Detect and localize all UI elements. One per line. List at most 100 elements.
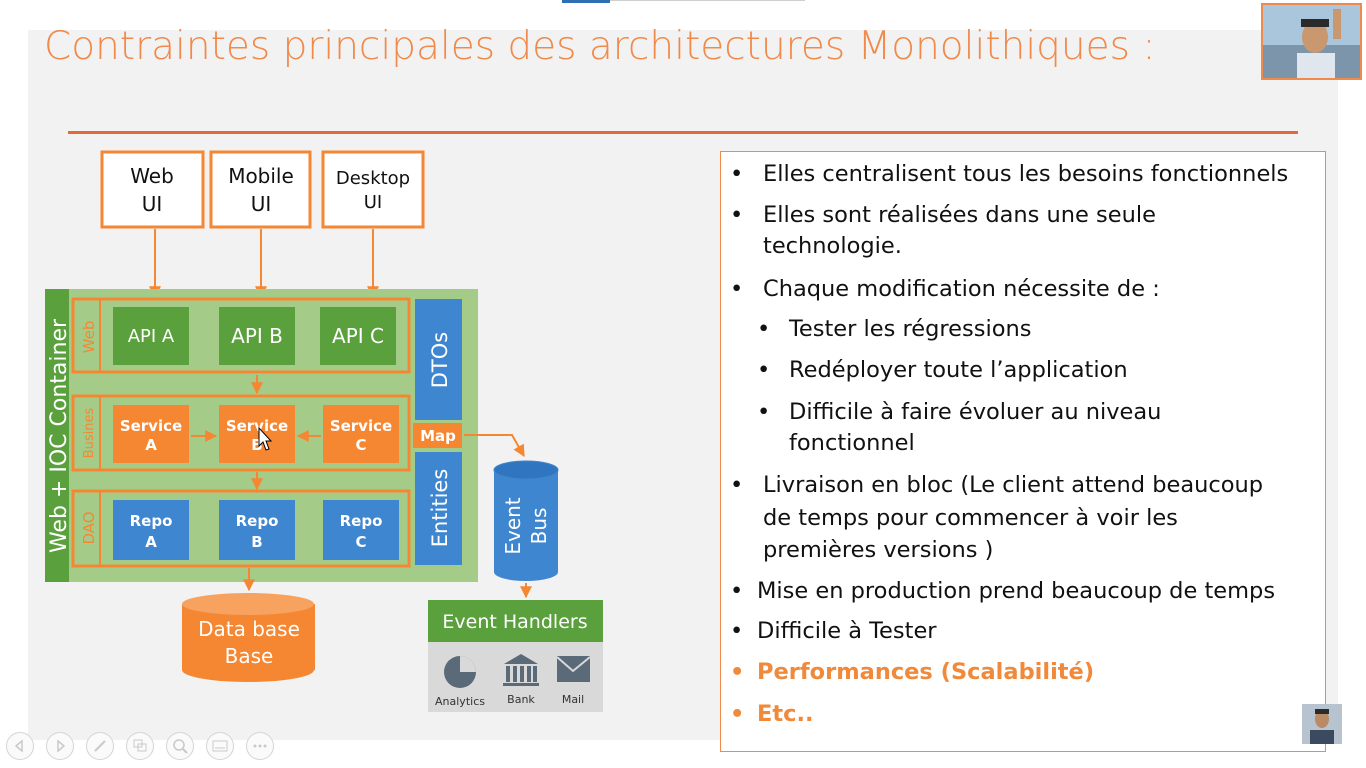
bullet-text: Chaque modification nécessite de : bbox=[763, 276, 1160, 302]
bullet-text: Livraison en bloc (Le client attend beau… bbox=[763, 472, 1264, 498]
client-mobile-ui: Mobile UI bbox=[209, 150, 312, 229]
next-icon[interactable] bbox=[46, 732, 74, 760]
svg-text:B: B bbox=[251, 436, 262, 454]
bullet-text: premières versions ) bbox=[763, 537, 994, 563]
bullet-text: Difficile à Tester bbox=[757, 618, 937, 644]
mail-icon bbox=[556, 656, 591, 682]
svg-text:A: A bbox=[145, 436, 157, 454]
client-desktop-ui: Desktop UI bbox=[321, 150, 425, 229]
svg-text:Repo: Repo bbox=[130, 512, 173, 530]
service-a: Service A bbox=[113, 405, 189, 463]
container-label-bar bbox=[45, 289, 69, 582]
client-web-ui: Web UI bbox=[100, 150, 205, 229]
bullet-text: Etc.. bbox=[757, 701, 814, 727]
svg-text:Event: Event bbox=[501, 497, 525, 554]
client-label: Desktop bbox=[336, 168, 410, 189]
bullet-dot: • bbox=[757, 316, 771, 342]
more-icon[interactable] bbox=[246, 732, 274, 760]
dtos-block bbox=[415, 299, 462, 420]
handler-label: Bank bbox=[507, 693, 535, 706]
handler-label: Analytics bbox=[435, 695, 485, 708]
previous-icon[interactable] bbox=[6, 732, 34, 760]
layer-label: Web bbox=[80, 321, 98, 354]
api-a: API A bbox=[113, 307, 189, 365]
bullet-text: Tester les régressions bbox=[789, 316, 1032, 342]
repo-b: Repo B bbox=[219, 500, 295, 560]
layer-dao bbox=[71, 489, 411, 568]
bullet-text: Redéployer toute l’application bbox=[789, 357, 1128, 383]
slide-title: Contraintes principales des architecture… bbox=[44, 24, 1156, 69]
container-label: Web + IOC Container bbox=[47, 318, 72, 553]
client-label: Mobile bbox=[228, 164, 294, 188]
svg-text:Service: Service bbox=[330, 417, 392, 435]
repo-c: Repo C bbox=[323, 500, 399, 560]
layer-label: Busines bbox=[82, 408, 97, 459]
handler-label: Mail bbox=[562, 693, 584, 706]
svg-text:B: B bbox=[251, 533, 262, 551]
dtos-label: DTOs bbox=[428, 332, 452, 388]
service-c: Service C bbox=[323, 405, 399, 463]
event-handlers: Event Handlers Analytics Bank Mail bbox=[428, 600, 603, 712]
repo-a: Repo A bbox=[113, 500, 189, 560]
bullet-dot: • bbox=[730, 472, 744, 498]
bullet-list-box: • Elles centralisent tous les besoins fon… bbox=[720, 151, 1326, 752]
client-label: Web bbox=[130, 164, 174, 188]
event-bus: Event Bus bbox=[493, 460, 559, 581]
api-b: API B bbox=[219, 307, 295, 365]
svg-text:Bus: Bus bbox=[527, 508, 551, 545]
subtitles-icon[interactable] bbox=[206, 732, 234, 760]
svg-text:Base: Base bbox=[225, 644, 274, 668]
svg-text:API A: API A bbox=[128, 326, 175, 347]
slides-icon[interactable] bbox=[126, 732, 154, 760]
map-label: Map bbox=[420, 427, 456, 445]
zoom-icon[interactable] bbox=[166, 732, 194, 760]
presenter-thumbnail bbox=[1302, 704, 1342, 744]
svg-text:Repo: Repo bbox=[236, 512, 279, 530]
bullet-text: de temps pour commencer à voir les bbox=[763, 505, 1178, 531]
client-label: UI bbox=[251, 192, 272, 216]
bullet-dot: • bbox=[757, 357, 771, 383]
layer-label: DAO bbox=[80, 511, 98, 544]
bullet-dot: • bbox=[730, 202, 744, 228]
layer-business bbox=[71, 394, 411, 472]
map-block bbox=[413, 423, 462, 448]
client-label: UI bbox=[142, 192, 163, 216]
entities-label: Entities bbox=[428, 469, 452, 548]
bullet-text: Elles sont réalisées dans une seule bbox=[763, 202, 1156, 228]
bank-icon bbox=[503, 654, 539, 686]
svg-text:API C: API C bbox=[332, 324, 384, 348]
mouse-cursor-icon bbox=[258, 426, 273, 451]
title-divider bbox=[68, 131, 1298, 134]
client-label: UI bbox=[364, 192, 382, 213]
svg-text:Data base: Data base bbox=[198, 617, 300, 641]
presenter-webcam bbox=[1261, 3, 1362, 80]
bullet-text: Performances (Scalabilité) bbox=[757, 659, 1095, 685]
architecture-diagram: Web UI Mobile UI Desktop UI Web + IOC Co… bbox=[45, 150, 603, 712]
pie-chart-icon bbox=[444, 656, 476, 688]
bullet-text: fonctionnel bbox=[789, 430, 915, 456]
bullet-dot: • bbox=[730, 578, 744, 604]
layer-web bbox=[71, 297, 411, 374]
database: Data base Base bbox=[182, 593, 315, 682]
svg-text:C: C bbox=[355, 533, 366, 551]
bullet-dot: • bbox=[757, 399, 771, 425]
arrow bbox=[464, 434, 525, 458]
svg-text:A: A bbox=[145, 533, 157, 551]
bullet-dot: • bbox=[730, 276, 744, 302]
bullet-dot: • bbox=[730, 701, 745, 727]
bullet-dot: • bbox=[730, 659, 745, 685]
bullet-text: Elles centralisent tous les besoins fonc… bbox=[763, 161, 1289, 187]
bullet-text: technologie. bbox=[763, 233, 902, 259]
entities-block bbox=[415, 452, 462, 565]
svg-text:Service: Service bbox=[226, 417, 288, 435]
event-handlers-title: Event Handlers bbox=[442, 611, 587, 633]
top-indicator bbox=[562, 0, 610, 3]
bullet-dot: • bbox=[730, 618, 744, 644]
svg-text:C: C bbox=[355, 436, 366, 454]
svg-text:API B: API B bbox=[231, 324, 283, 348]
top-indicator-track bbox=[610, 0, 805, 1]
service-b: Service B bbox=[219, 405, 295, 463]
pen-icon[interactable] bbox=[86, 732, 114, 760]
bullet-text: Mise en production prend beaucoup de tem… bbox=[757, 578, 1276, 604]
bullet-text: Difficile à faire évoluer au niveau bbox=[789, 399, 1162, 425]
